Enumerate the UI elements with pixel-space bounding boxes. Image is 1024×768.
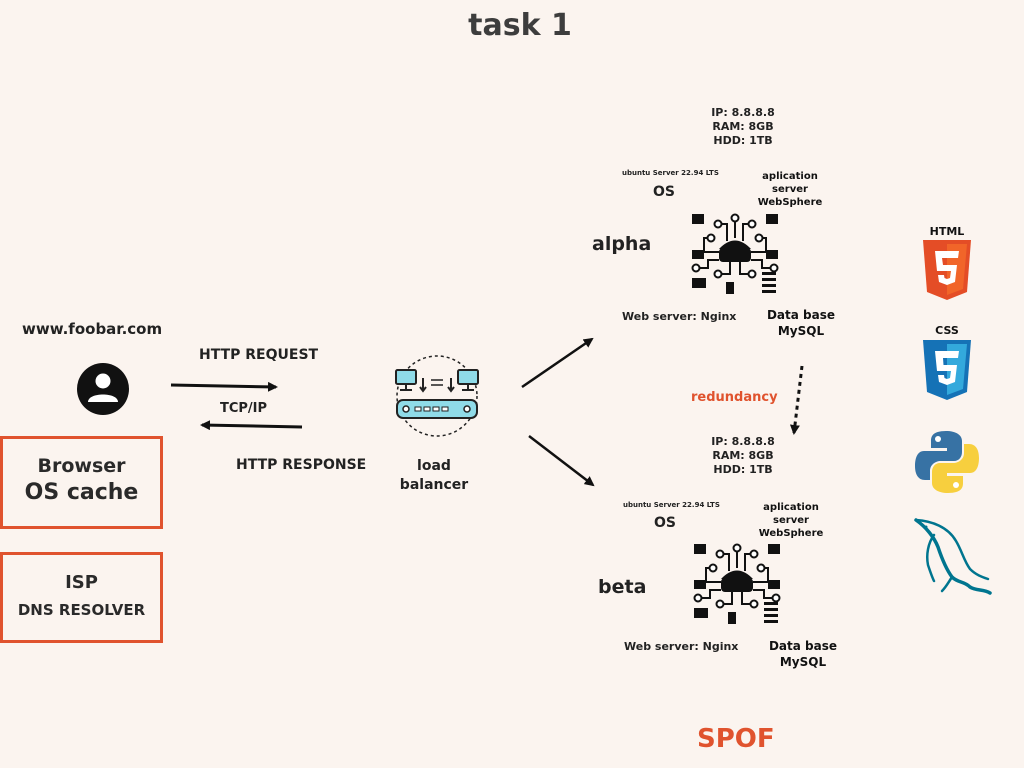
tcp-ip-label: TCP/IP bbox=[220, 401, 268, 416]
css-text: CSS bbox=[935, 324, 959, 337]
html-text: HTML bbox=[930, 225, 965, 238]
browser-box: Browser OS cache bbox=[0, 436, 163, 529]
alpha-web-server: Web server: Nginx bbox=[622, 310, 737, 323]
beta-server-chip-icon bbox=[693, 543, 781, 624]
alpha-app-server: aplication server WebSphere bbox=[752, 170, 828, 209]
user-icon bbox=[77, 363, 129, 415]
response-arrow bbox=[200, 420, 303, 431]
beta-app-line3: WebSphere bbox=[758, 528, 824, 539]
mysql-dolphin-icon bbox=[914, 518, 992, 595]
alpha-os-version: ubuntu Server 22.94 LTS bbox=[622, 169, 719, 177]
load-balancer-label: load balancer bbox=[395, 457, 473, 495]
beta-web-server: Web server: Nginx bbox=[624, 640, 739, 653]
alpha-app-line3: WebSphere bbox=[757, 197, 823, 208]
alpha-ram: RAM: 8GB bbox=[712, 120, 774, 133]
browser-label: Browser bbox=[37, 455, 126, 477]
css3-icon: CSS bbox=[923, 324, 971, 400]
domain-label: www.foobar.com bbox=[22, 320, 163, 338]
beta-hdd: HDD: 1TB bbox=[713, 463, 773, 476]
alpha-app-line2: server bbox=[772, 184, 808, 195]
beta-db-line2: MySQL bbox=[779, 655, 827, 669]
load-balancer-icon bbox=[395, 355, 479, 437]
redundancy-arrow bbox=[789, 365, 804, 435]
beta-ram: RAM: 8GB bbox=[712, 449, 774, 462]
alpha-specs: IP: 8.8.8.8 RAM: 8GB HDD: 1TB bbox=[700, 106, 786, 148]
alpha-db-line2: MySQL bbox=[777, 324, 825, 338]
alpha-server-chip-icon bbox=[691, 213, 779, 294]
alpha-server-name: alpha bbox=[592, 233, 652, 255]
beta-ip: IP: 8.8.8.8 bbox=[711, 435, 775, 448]
alpha-ip: IP: 8.8.8.8 bbox=[711, 106, 775, 119]
beta-app-line1: aplication bbox=[763, 502, 819, 513]
alpha-os-label: OS bbox=[653, 184, 675, 200]
load-balancer-line1: load bbox=[417, 458, 451, 474]
alpha-hdd: HDD: 1TB bbox=[713, 134, 773, 147]
beta-app-server: aplication server WebSphere bbox=[753, 501, 829, 540]
beta-server-name: beta bbox=[598, 576, 647, 598]
load-balancer-line2: balancer bbox=[399, 477, 469, 493]
redundancy-label: redundancy bbox=[691, 390, 778, 405]
beta-app-line2: server bbox=[773, 515, 809, 526]
request-arrow bbox=[170, 381, 278, 392]
beta-db-line1: Data base bbox=[768, 639, 838, 653]
isp-box: ISP DNS RESOLVER bbox=[0, 552, 163, 643]
http-request-label: HTTP REQUEST bbox=[199, 347, 319, 363]
http-response-label: HTTP RESPONSE bbox=[236, 457, 367, 473]
beta-os-label: OS bbox=[654, 515, 676, 531]
html5-icon: HTML bbox=[923, 225, 971, 300]
lb-to-alpha-arrow bbox=[521, 337, 594, 389]
dns-resolver-label: DNS RESOLVER bbox=[17, 601, 146, 619]
os-cache-label: OS cache bbox=[24, 480, 139, 505]
isp-label: ISP bbox=[65, 572, 98, 593]
alpha-database: Data base MySQL bbox=[765, 307, 837, 339]
alpha-db-line1: Data base bbox=[766, 308, 836, 322]
page-title: task 1 bbox=[468, 8, 572, 43]
alpha-app-line1: aplication bbox=[762, 171, 818, 182]
lb-to-beta-arrow bbox=[528, 435, 595, 487]
beta-database: Data base MySQL bbox=[767, 638, 839, 670]
spof-label: SPOF bbox=[697, 724, 775, 754]
python-icon bbox=[915, 431, 979, 493]
beta-os-version: ubuntu Server 22.94 LTS bbox=[623, 501, 720, 509]
beta-specs: IP: 8.8.8.8 RAM: 8GB HDD: 1TB bbox=[700, 435, 786, 477]
